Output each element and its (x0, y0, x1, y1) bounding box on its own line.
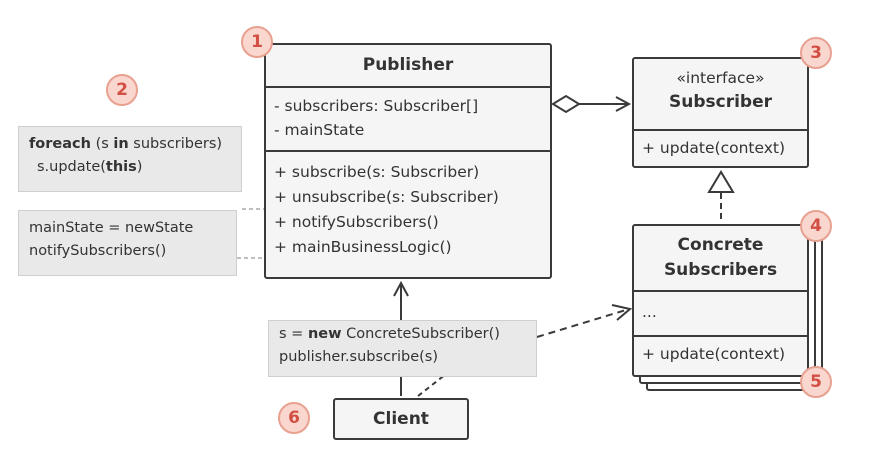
subscriber-stereotype: «interface» (676, 69, 765, 87)
concrete-method: + update(context) (642, 345, 786, 363)
concrete-header: Concrete Subscribers (634, 226, 807, 290)
publisher-method: + subscribe(s: Subscriber) (274, 163, 480, 181)
dependency-line (536, 309, 627, 338)
note-notify-line1: mainState = newState (29, 220, 194, 236)
badge-1: 1 (241, 26, 273, 58)
subscriber-header: «interface» Subscriber (634, 59, 807, 129)
badge-4: 4 (800, 210, 832, 242)
publisher-title: Publisher (362, 55, 454, 75)
subscriber-method: + update(context) (642, 139, 786, 157)
note-client-line2: publisher.subscribe(s) (279, 349, 439, 365)
client-class: Client (333, 398, 469, 440)
concrete-subscribers-class: Concrete Subscribers ... + update(contex… (632, 224, 809, 377)
badge-6: 6 (278, 402, 310, 434)
note-client-line1: s = new ConcreteSubscriber() (279, 326, 500, 342)
note-link-client (417, 373, 447, 397)
note-notify: mainState = newState notifySubscribers() (18, 210, 237, 276)
note-foreach-line2: s.update(this) (37, 159, 143, 175)
aggregation-diamond (551, 94, 581, 114)
concrete-methods: + update(context) (634, 335, 807, 366)
badge-5: 5 (800, 366, 832, 398)
publisher-methods: + subscribe(s: Subscriber) + unsubscribe… (266, 150, 550, 260)
badge-2: 2 (106, 74, 138, 106)
publisher-field: - mainState (274, 121, 365, 139)
subscriber-interface: «interface» Subscriber + update(context) (632, 57, 809, 168)
realization-triangle (707, 170, 735, 193)
client-title: Client (373, 409, 429, 429)
concrete-title-line2: Subscribers (663, 260, 778, 280)
subscriber-methods: + update(context) (634, 129, 807, 160)
subscriber-title: Subscriber (668, 92, 772, 112)
note-client: s = new ConcreteSubscriber() publisher.s… (268, 320, 537, 377)
dependency-arrowhead (611, 304, 633, 321)
client-publisher-arrowhead (393, 280, 409, 297)
concrete-field: ... (642, 303, 657, 321)
concrete-fields: ... (634, 290, 807, 335)
publisher-method: + mainBusinessLogic() (274, 238, 452, 256)
note-foreach-line1: foreach (s in subscribers) (29, 136, 223, 152)
publisher-method: + notifySubscribers() (274, 213, 439, 231)
concrete-title-line1: Concrete (677, 235, 764, 255)
publisher-class: Publisher - subscribers: Subscriber[] - … (264, 43, 552, 279)
publisher-field: - subscribers: Subscriber[] (274, 97, 479, 115)
publisher-fields: - subscribers: Subscriber[] - mainState (266, 86, 550, 150)
aggregation-arrowhead (615, 96, 632, 112)
publisher-method: + unsubscribe(s: Subscriber) (274, 188, 499, 206)
note-foreach: foreach (s in subscribers) s.update(this… (18, 126, 242, 192)
note-notify-line2: notifySubscribers() (29, 243, 167, 259)
badge-3: 3 (800, 37, 832, 69)
